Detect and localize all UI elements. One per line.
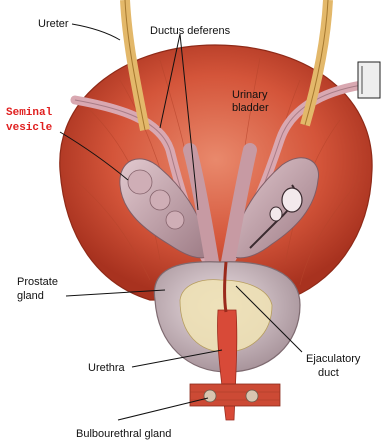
label-ejaculatory-duct-1: Ejaculatory: [306, 353, 361, 365]
label-ductus-deferens: Ductus deferens: [150, 25, 231, 37]
cut-end-box: [358, 62, 380, 98]
label-ureter: Ureter: [38, 18, 69, 30]
label-bulbourethral-gland: Bulbourethral gland: [76, 428, 171, 440]
label-ejaculatory-duct-2: duct: [318, 367, 339, 379]
urogenital-diaphragm: [190, 384, 280, 406]
label-seminal-vesicle-1: Seminal: [6, 107, 53, 119]
label-urethra: Urethra: [88, 362, 126, 374]
label-seminal-vesicle-2: vesicle: [6, 122, 53, 134]
label-prostate-gland-2: gland: [17, 290, 44, 302]
label-urinary-bladder-2: bladder: [232, 102, 269, 114]
label-urinary-bladder-1: Urinary: [232, 89, 268, 101]
bulbourethral-gland-left: [204, 390, 216, 402]
label-prostate-gland-1: Prostate: [17, 276, 58, 288]
bulbourethral-gland-right: [246, 390, 258, 402]
